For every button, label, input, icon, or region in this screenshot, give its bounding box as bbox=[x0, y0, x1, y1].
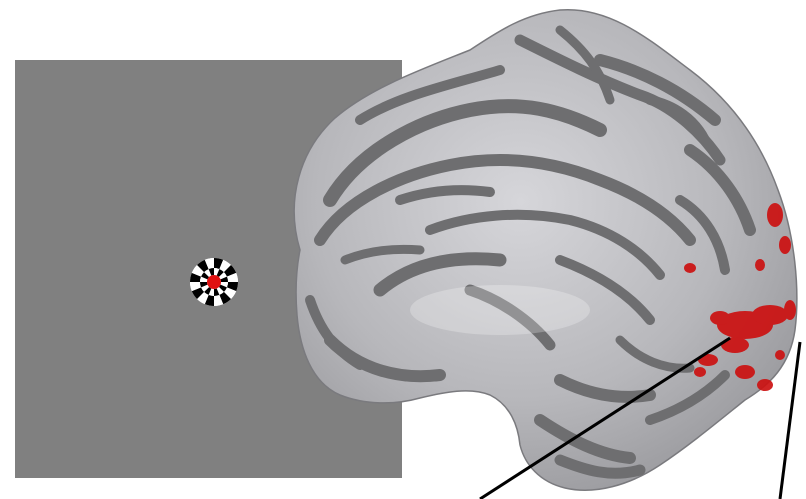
surface-highlight bbox=[410, 285, 590, 335]
checkerboard-wedge-icon bbox=[190, 258, 238, 306]
fixation-dot bbox=[207, 275, 221, 289]
